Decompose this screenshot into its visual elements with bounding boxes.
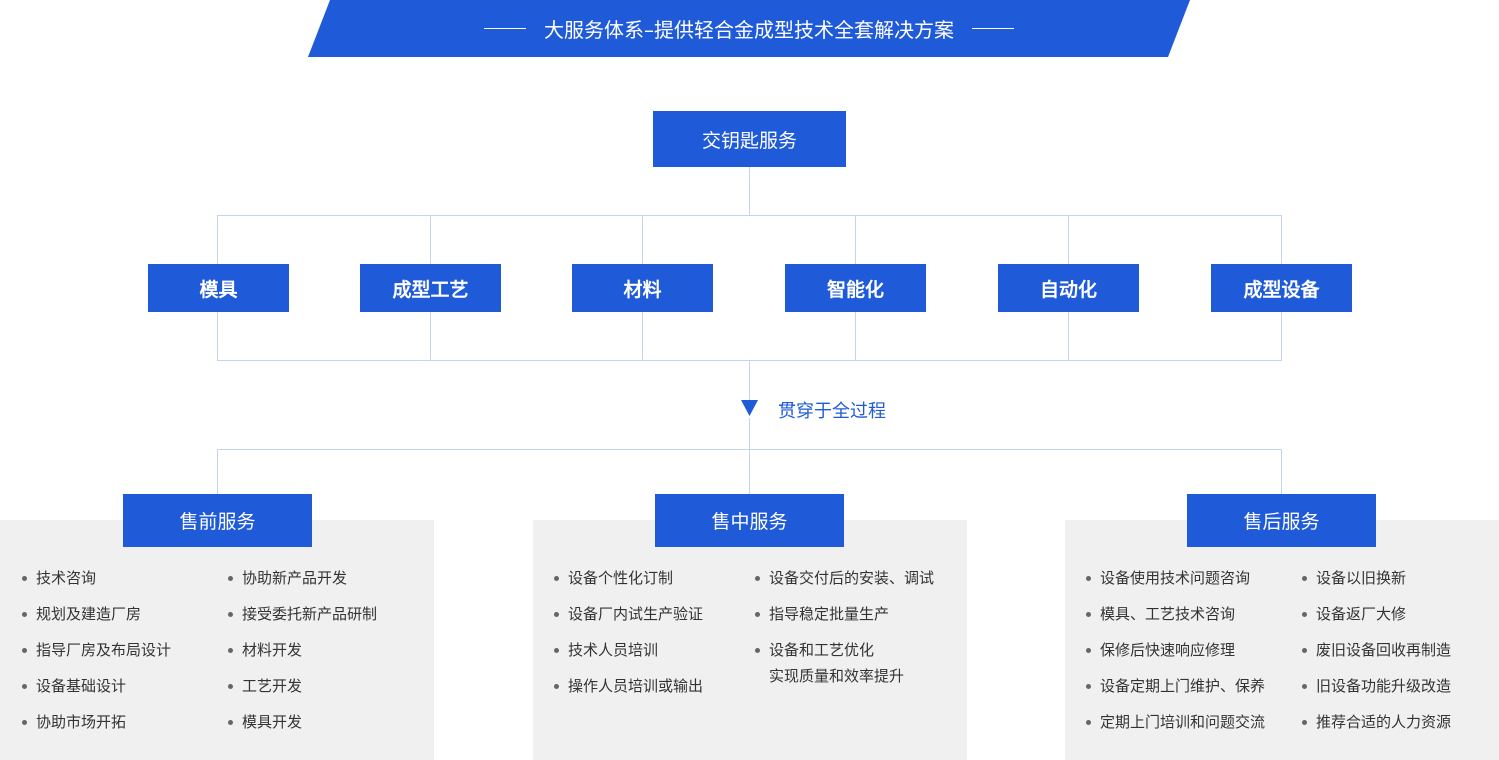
down-arrow-icon (741, 400, 758, 416)
list-item: 模具开发 (228, 712, 377, 732)
right-dash (972, 28, 1014, 29)
list-item: 设备返厂大修 (1302, 604, 1451, 624)
list-item: 技术人员培训 (554, 640, 703, 660)
list-item: 工艺开发 (228, 676, 377, 696)
in-sale-title: 售中服务 (655, 494, 844, 547)
list-item: 技术咨询 (22, 568, 171, 588)
category-forming-equipment: 成型设备 (1211, 264, 1352, 312)
list-item: 指导厂房及布局设计 (22, 640, 171, 660)
list-item: 设备和工艺优化 实现质量和效率提升 (755, 640, 934, 686)
pre-sale-panel (0, 520, 434, 760)
header-banner: 大服务体系–提供轻合金成型技术全套解决方案 (308, 0, 1190, 57)
list-item: 材料开发 (228, 640, 377, 660)
list-item: 协助新产品开发 (228, 568, 377, 588)
list-item: 设备基础设计 (22, 676, 171, 696)
in-sale-col2: 设备交付后的安装、调试 指导稳定批量生产 设备和工艺优化 实现质量和效率提升 (755, 568, 934, 702)
list-item: 设备使用技术问题咨询 (1086, 568, 1265, 588)
category-mold: 模具 (148, 264, 289, 312)
in-sale-panel (533, 520, 967, 760)
list-item: 设备交付后的安装、调试 (755, 568, 934, 588)
after-sale-title: 售后服务 (1187, 494, 1376, 547)
list-item: 旧设备功能升级改造 (1302, 676, 1451, 696)
turnkey-service-box: 交钥匙服务 (653, 111, 846, 167)
list-item: 操作人员培训或输出 (554, 676, 703, 696)
list-item: 模具、工艺技术咨询 (1086, 604, 1265, 624)
after-sale-col1: 设备使用技术问题咨询 模具、工艺技术咨询 保修后快速响应修理 设备定期上门维护、… (1086, 568, 1265, 748)
list-item: 废旧设备回收再制造 (1302, 640, 1451, 660)
list-item: 设备厂内试生产验证 (554, 604, 703, 624)
pre-sale-col2: 协助新产品开发 接受委托新产品研制 材料开发 工艺开发 模具开发 (228, 568, 377, 748)
category-automation: 自动化 (998, 264, 1139, 312)
pre-sale-col1: 技术咨询 规划及建造厂房 指导厂房及布局设计 设备基础设计 协助市场开拓 (22, 568, 171, 748)
left-dash (484, 28, 526, 29)
list-item-line: 设备和工艺优化 (769, 641, 875, 659)
list-item-line: 实现质量和效率提升 (769, 667, 905, 685)
in-sale-col1: 设备个性化订制 设备厂内试生产验证 技术人员培训 操作人员培训或输出 (554, 568, 703, 712)
after-sale-col2: 设备以旧换新 设备返厂大修 废旧设备回收再制造 旧设备功能升级改造 推荐合适的人… (1302, 568, 1451, 748)
list-item: 规划及建造厂房 (22, 604, 171, 624)
after-sale-panel (1065, 520, 1499, 760)
list-item: 推荐合适的人力资源 (1302, 712, 1451, 732)
category-forming-process: 成型工艺 (360, 264, 501, 312)
list-item: 保修后快速响应修理 (1086, 640, 1265, 660)
list-item: 设备以旧换新 (1302, 568, 1451, 588)
category-intelligent: 智能化 (785, 264, 926, 312)
list-item: 设备定期上门维护、保养 (1086, 676, 1265, 696)
list-item: 定期上门培训和问题交流 (1086, 712, 1265, 732)
pre-sale-title: 售前服务 (123, 494, 312, 547)
list-item: 设备个性化订制 (554, 568, 703, 588)
list-item: 协助市场开拓 (22, 712, 171, 732)
through-process-label: 贯穿于全过程 (778, 401, 886, 422)
category-material: 材料 (572, 264, 713, 312)
list-item: 接受委托新产品研制 (228, 604, 377, 624)
banner-title: 大服务体系–提供轻合金成型技术全套解决方案 (544, 18, 954, 42)
list-item: 指导稳定批量生产 (755, 604, 934, 624)
